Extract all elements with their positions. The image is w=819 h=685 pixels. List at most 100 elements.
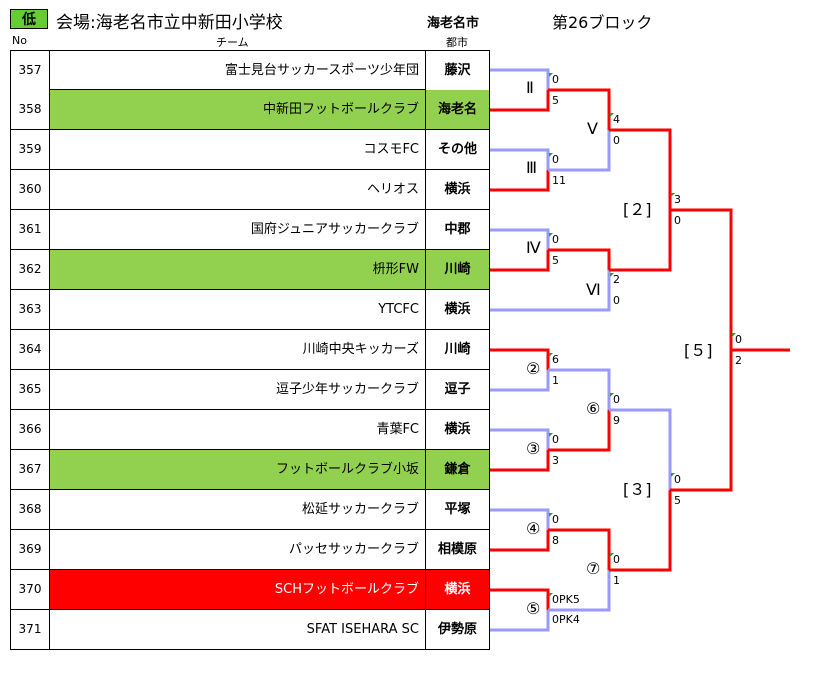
match-score-top: 0 (552, 73, 559, 86)
match-score-bottom: 3 (552, 454, 559, 467)
team-name: SFAT ISEHARA SC (50, 610, 426, 649)
match-score-bottom: 0 (613, 134, 620, 147)
team-name: YTCFC (50, 290, 426, 329)
team-name: 枡形FW (50, 250, 426, 289)
team-number: 370 (10, 570, 50, 609)
bracket-line (548, 130, 611, 172)
match-marker (732, 333, 736, 337)
match-label: Ⅴ (587, 119, 598, 138)
team-name: 中新田フットボールクラブ (50, 90, 426, 129)
bracket-line (490, 68, 550, 90)
team-city: 鎌倉 (426, 450, 490, 489)
team-city: 川崎 (426, 330, 490, 369)
match-score-top: 0 (613, 553, 620, 566)
team-city: 横浜 (426, 570, 490, 609)
match-label: [５] (684, 341, 713, 360)
match-score-bottom: 8 (552, 534, 559, 547)
match-score-top: 0 (735, 333, 742, 346)
match-marker (549, 73, 553, 77)
team-city: 中郡 (426, 210, 490, 249)
team-city: 海老名 (426, 90, 490, 129)
bracket-line (609, 210, 672, 272)
match-marker (549, 353, 553, 357)
match-marker (549, 153, 553, 157)
match-label: ④ (526, 519, 541, 538)
match-score-top: 0 (552, 233, 559, 246)
match-label: ③ (526, 439, 541, 458)
match-score-bottom: 0 (674, 214, 681, 227)
team-number: 364 (10, 330, 50, 369)
bracket-line (490, 348, 550, 370)
team-name: SCHフットボールクラブ (50, 570, 426, 609)
team-city: 横浜 (426, 170, 490, 209)
bracket-line (490, 228, 550, 250)
match-score-top: 6 (552, 353, 559, 366)
match-marker (610, 113, 614, 117)
team-name: 逗子少年サッカークラブ (50, 370, 426, 409)
match-score-bottom: 5 (552, 254, 559, 267)
team-city: 藤沢 (426, 51, 490, 90)
team-city: 平塚 (426, 490, 490, 529)
match-label: [２] (623, 200, 652, 219)
match-score-bottom: 1 (613, 574, 620, 587)
match-score-bottom: 1 (552, 374, 559, 387)
bracket-line (490, 450, 550, 472)
bracket-line (670, 208, 733, 350)
team-name: 国府ジュニアサッカークラブ (50, 210, 426, 249)
team-city: 川崎 (426, 250, 490, 289)
bracket-line (548, 410, 611, 452)
column-header-no: No (12, 34, 27, 47)
team-number: 360 (10, 170, 50, 209)
match-score-bottom: 9 (613, 414, 620, 427)
match-label: [３] (623, 480, 652, 499)
match-marker (549, 513, 553, 517)
match-score-top: 3 (674, 193, 681, 206)
bracket-line (490, 170, 550, 192)
match-marker (610, 553, 614, 557)
match-score-bottom: 5 (552, 94, 559, 107)
team-city: その他 (426, 130, 490, 169)
host-city: 海老名市 (427, 16, 480, 31)
team-name: ヘリオス (50, 170, 426, 209)
match-score-bottom: 0PK4 (552, 613, 580, 626)
team-city: 伊勢原 (426, 610, 490, 649)
bracket-line (490, 610, 550, 632)
team-number: 357 (10, 51, 50, 90)
match-score-bottom: 5 (674, 494, 681, 507)
bracket-line (490, 588, 550, 610)
team-city: 横浜 (426, 410, 490, 449)
match-marker (610, 393, 614, 397)
bracket-line (548, 528, 611, 570)
bracket-line (490, 270, 611, 312)
match-label: ⑦ (586, 559, 601, 578)
match-label: Ⅵ (586, 280, 601, 299)
team-name: 川崎中央キッカーズ (50, 330, 426, 369)
match-marker (610, 273, 614, 277)
column-header-city: 都市 (446, 36, 468, 49)
bracket-line (548, 88, 611, 130)
bracket-line (490, 90, 550, 112)
bracket-line (490, 250, 550, 272)
team-number: 368 (10, 490, 50, 529)
column-header-team: チーム (216, 36, 249, 49)
team-name: 青葉FC (50, 410, 426, 449)
match-label: Ⅲ (526, 158, 538, 177)
low-age-badge: 低 (10, 9, 48, 29)
block-title: 第26ブロック (552, 13, 653, 32)
team-name: 松延サッカークラブ (50, 490, 426, 529)
team-city: 逗子 (426, 370, 490, 409)
team-number: 371 (10, 610, 50, 649)
team-number: 358 (10, 90, 50, 129)
